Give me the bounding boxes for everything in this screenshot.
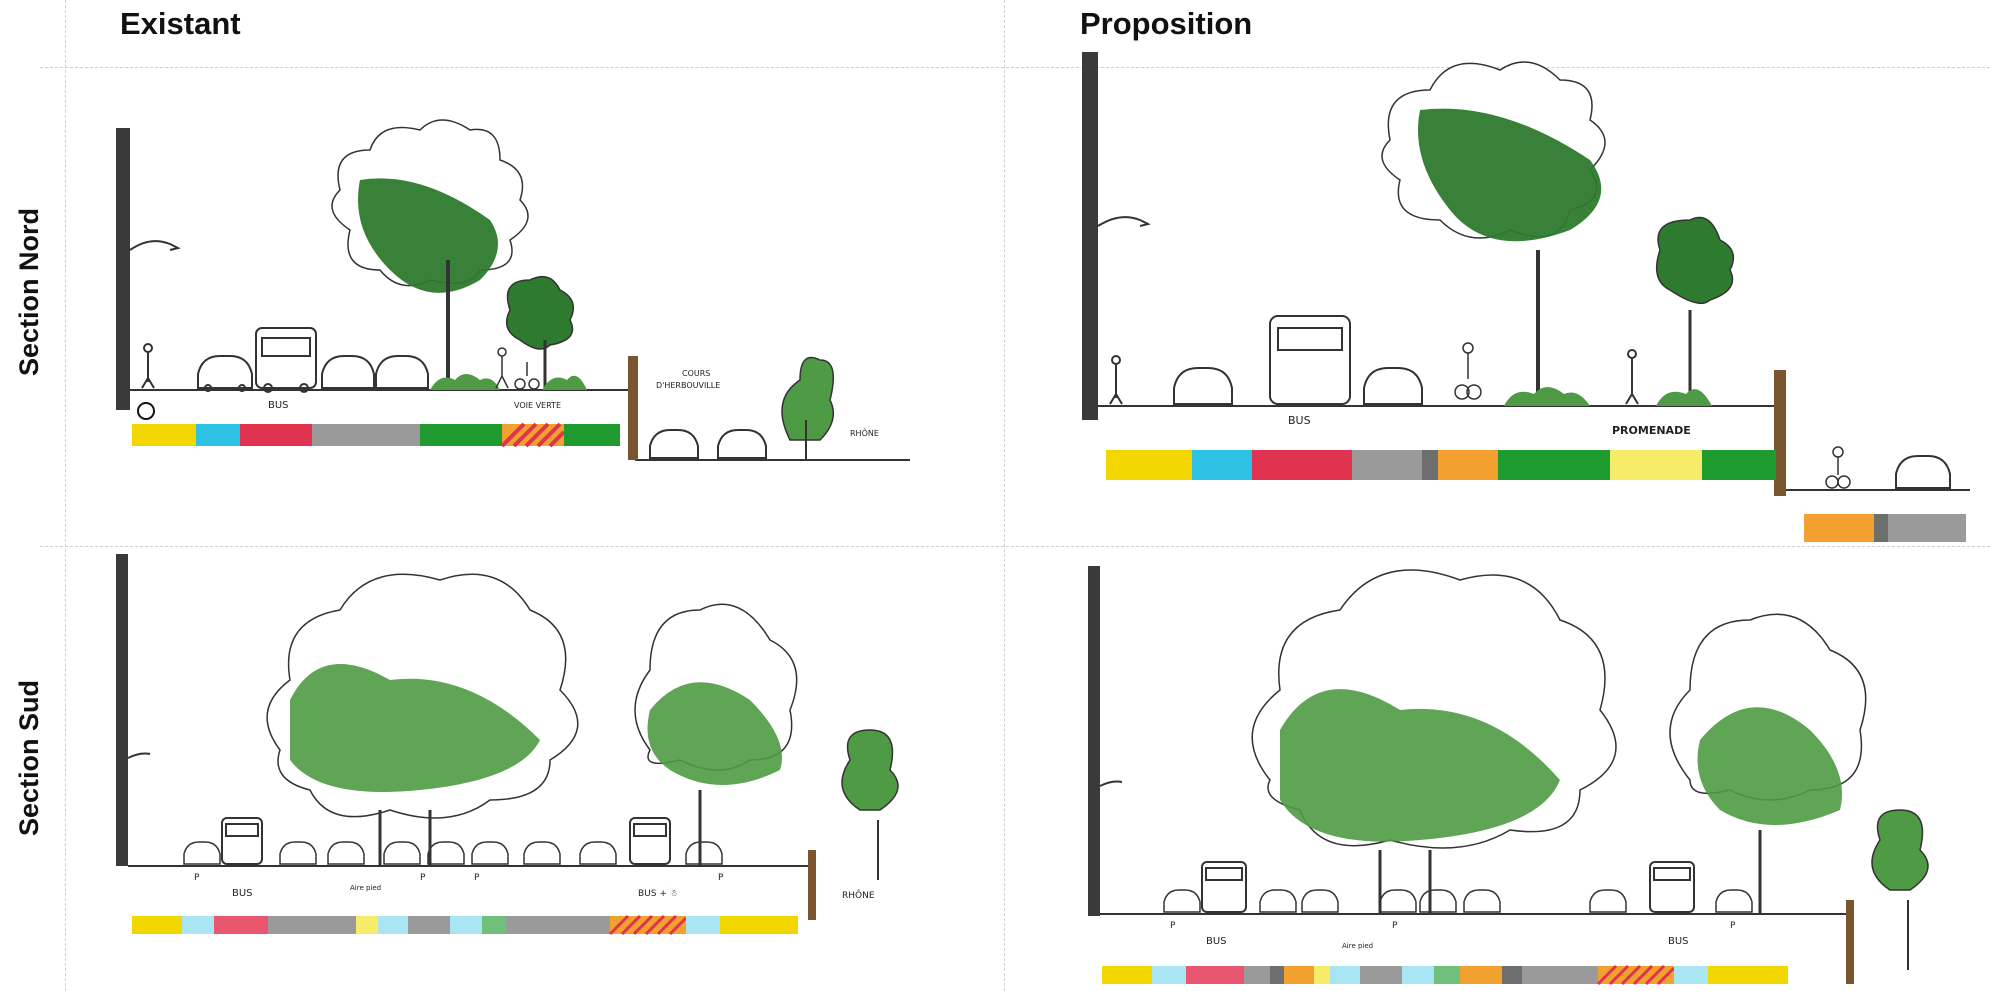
lower-lane-color-bar [1804,514,1966,542]
car-icon [375,355,429,389]
bus-label: BUS [232,888,253,899]
car-icon [649,429,699,459]
grid-line-vertical-left [65,0,66,991]
parking-label: P [194,873,200,883]
north-existing-section-drawing: BUS VOIE VERTE COURS D'HERBOUVILLE RHÔNE [90,90,950,530]
voie-verte-label: VOIE VERTE [514,401,561,410]
bus-icon [1649,861,1695,913]
pedestrian-icon [1109,355,1123,405]
north-section-header: Section Nord [14,207,44,376]
parking-label: P [1392,921,1398,931]
bus-icon [255,327,317,393]
grid-line-horizontal-top [40,67,1990,68]
pedestrian-icon [1625,349,1639,405]
bus-icon [629,817,671,865]
herbouville-label: D'HERBOUVILLE [656,381,720,390]
parking-label: P [1170,921,1176,931]
south-existing-section-drawing: P BUS Aire pied P P BUS + ☃ P RHÔNE [90,550,960,970]
lane-color-bar [1102,964,1788,986]
bus-icon [1269,315,1351,405]
parking-label: P [1730,921,1736,931]
car-icon [197,355,253,392]
existing-column-header: Existant [120,6,241,41]
car-row [183,841,723,865]
bus-label: BUS [1288,414,1311,427]
bus-icon [221,817,263,865]
south-section-header: Section Sud [14,679,44,836]
parking-label: P [718,873,724,883]
tree-icon [266,573,899,880]
tree-icon [331,119,575,388]
bus-label: BUS [1206,936,1227,947]
rhone-label: RHÔNE [850,427,879,438]
parking-label: P [420,873,426,883]
lane-color-bar [132,914,798,936]
car-icon [1363,367,1423,405]
proposal-column-header: Proposition [1080,6,1253,41]
cours-label: COURS [682,369,710,378]
north-proposal-section-drawing: BUS PROMENADE [1070,50,1990,550]
pedestrian-icon [141,343,155,389]
tree-icon [1381,61,1735,404]
lane-color-bar [132,422,620,448]
cyclist-icon [1454,342,1482,400]
car-icon [1173,367,1233,405]
cyclist-icon [495,347,540,390]
car-row [1163,889,1753,913]
bus-label: BUS [268,400,289,411]
aire-pied-label: Aire pied [1342,942,1373,950]
tree-icon [1251,569,1929,970]
bus-label: BUS [1668,936,1689,947]
car-icon [717,429,767,459]
bus-plus-label: BUS + ☃ [638,887,678,899]
promenade-label: PROMENADE [1612,424,1691,437]
rhone-label: RHÔNE [842,889,875,901]
south-proposal-section-drawing: P BUS Aire pied P BUS P [1070,550,1990,991]
cyclist-icon [1825,446,1851,489]
grid-line-horizontal-middle [40,546,1990,547]
bus-icon [1201,861,1247,913]
car-icon [1895,455,1951,489]
car-icon [321,355,375,389]
lane-color-bar [1106,450,1776,480]
grid-line-vertical-middle [1004,0,1005,991]
aire-pied-label: Aire pied [350,884,381,892]
parking-label: P [474,873,480,883]
